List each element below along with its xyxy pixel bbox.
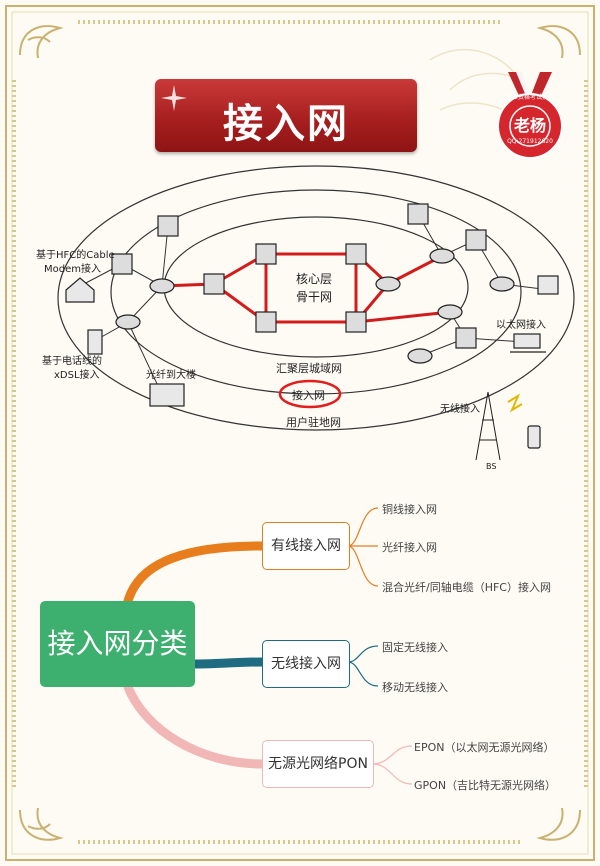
core-label: 核心层	[296, 272, 333, 286]
category-pon-label: 无源光网络PON	[268, 756, 368, 772]
aggregation-label: 汇聚层城域网	[276, 362, 342, 375]
leaf-gpon: GPON（吉比特无源光网络）	[414, 779, 557, 792]
hfc-label-1: 基于HFC的Cable	[36, 250, 115, 261]
mindmap-root: 接入网分类	[40, 601, 195, 687]
category-wireless-label: 无线接入网	[271, 656, 341, 672]
xdsl-label-1: 基于电话线的	[42, 356, 102, 367]
wireless-label: 无线接入	[440, 404, 480, 415]
user-label: 用户驻地网	[286, 416, 341, 429]
ethernet-label: 以太网接入	[496, 320, 546, 331]
fiber-label: 光纤到大楼	[146, 370, 196, 381]
leaf-fiber: 光纤接入网	[382, 541, 437, 554]
bs-label: BS	[486, 462, 497, 471]
sparkle-icon	[161, 85, 187, 111]
leaf-hfc: 混合光纤/同轴电缆（HFC）接入网	[382, 581, 551, 594]
access-label: 接入网	[292, 389, 325, 402]
title-banner: 接入网	[155, 79, 417, 152]
badge-name: 老杨	[513, 116, 546, 135]
category-wired: 有线接入网	[262, 522, 350, 570]
hfc-label-2: Modem接入	[44, 264, 101, 275]
backbone-label: 骨干网	[296, 290, 333, 304]
page-title: 接入网	[223, 101, 349, 147]
category-pon: 无源光网络PON	[262, 740, 374, 788]
leaf-copper: 铜线接入网	[382, 503, 437, 516]
badge-arc-text: 专业资格考试指导	[505, 94, 554, 101]
xdsl-label-2: xDSL接入	[54, 370, 100, 381]
category-wireless: 无线接入网	[262, 640, 350, 688]
badge-qq: QQ:271912620	[507, 138, 553, 145]
teacher-badge	[497, 72, 563, 159]
leaf-fixed-wireless: 固定无线接入	[382, 641, 448, 654]
category-wired-label: 有线接入网	[271, 538, 341, 554]
leaf-mobile-wireless: 移动无线接入	[382, 681, 448, 694]
leaf-epon: EPON（以太网无源光网络）	[414, 741, 555, 754]
